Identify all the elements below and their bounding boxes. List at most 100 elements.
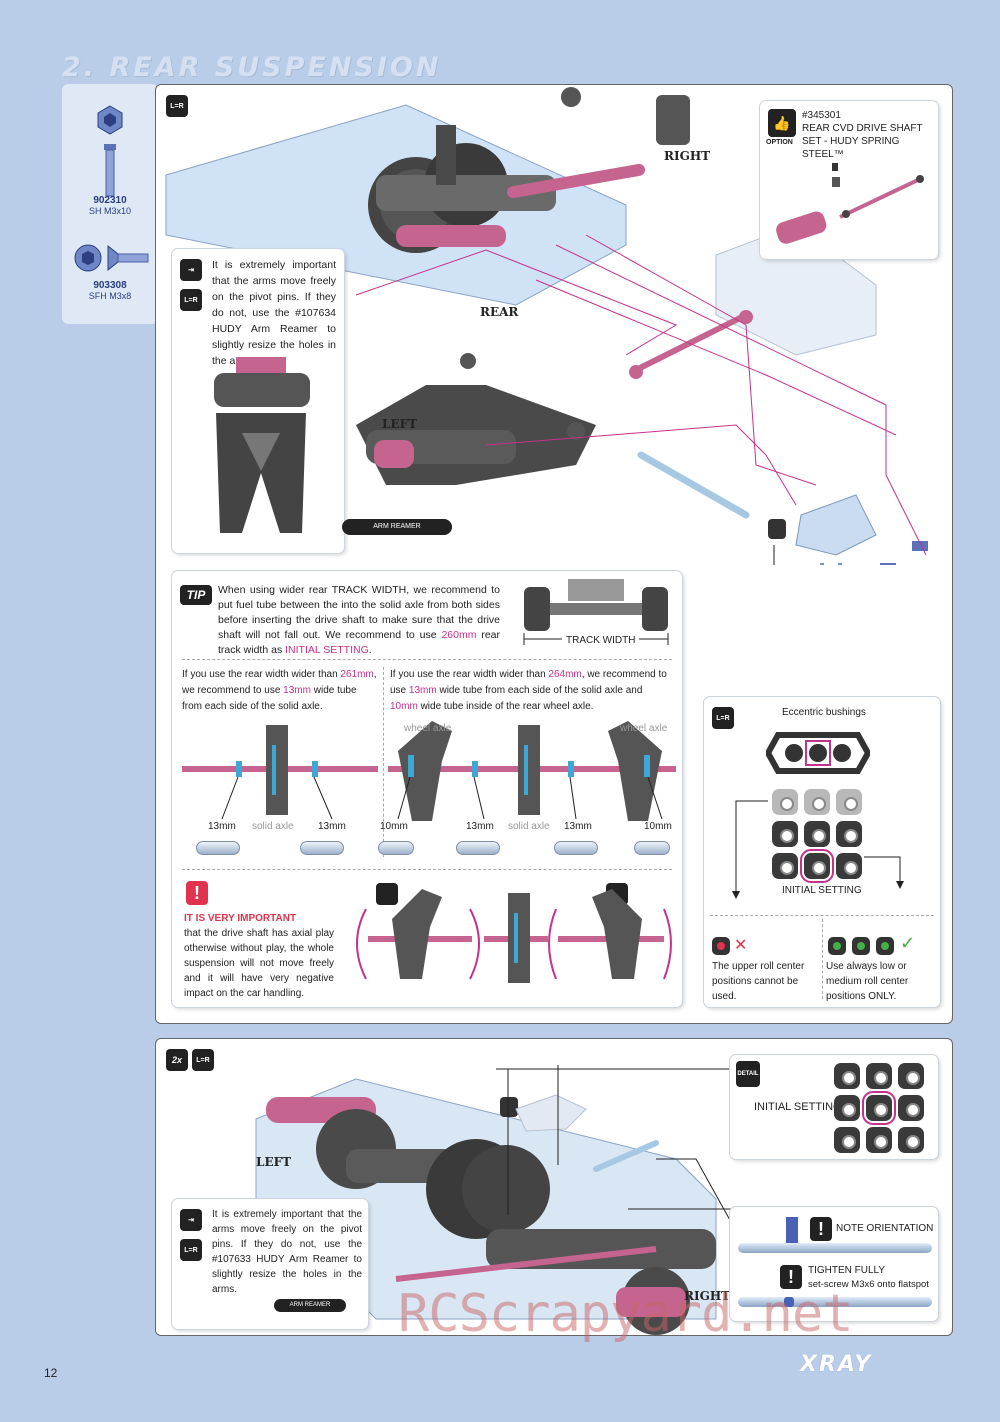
check-icon: ✓ (900, 933, 916, 953)
arm-block-icon (214, 357, 310, 533)
tube-13mm-label: 13mm (208, 821, 236, 832)
bushing-pos (836, 789, 862, 815)
tube-10mm (634, 841, 670, 855)
part-code: 903308 (93, 280, 127, 291)
width-note-1: If you use the rear width wider than 261… (182, 667, 378, 715)
assembled-rear-diagram (255, 1065, 737, 1335)
w2g: wide tube inside of the rear wheel axle. (417, 701, 594, 712)
bushing-pos (866, 1127, 892, 1153)
part-code: 902310 (93, 195, 127, 206)
bushing-pos-initial (862, 1091, 896, 1125)
arrow-lines (732, 800, 904, 899)
important-title: IT IS VERY IMPORTANT (184, 913, 297, 924)
eccentric-title: Eccentric bushings (782, 707, 866, 718)
arm-note-text: It is extremely important that the arms … (212, 1209, 362, 1295)
eccentric-initial-setting: INITIAL SETTING (782, 885, 862, 896)
bad-note: The upper roll center positions cannot b… (712, 961, 805, 1002)
bushing-pos (834, 1095, 860, 1121)
w1a: If you use the rear width wider than (182, 669, 341, 680)
option-label: OPTION (766, 139, 793, 146)
label-left: LEFT (382, 417, 418, 431)
tube-13mm (196, 841, 240, 855)
two-x-icon: 2x (166, 1049, 188, 1071)
bushing-pos (772, 789, 798, 815)
track-width-diagram (523, 579, 669, 645)
eccentric-holder-icon (766, 732, 870, 774)
divider (710, 915, 934, 916)
label-left: LEFT (256, 1155, 292, 1169)
reamer-tool-label: ARM REAMER (274, 1299, 346, 1312)
tip-text-e: . (368, 644, 372, 656)
label-right: RIGHT (684, 1289, 731, 1303)
l-eq-r-icon: L=R (712, 707, 734, 729)
bushing-pos (834, 1127, 860, 1153)
pin-note-box: ! NOTE ORIENTATION ! TIGHTEN FULLY set-s… (730, 1207, 938, 1321)
tip-text-d: INITIAL SETTING (285, 644, 369, 656)
reamer-icon: ⇥ (180, 1209, 202, 1231)
axle-tube-diagram (182, 721, 676, 821)
thumbs-up-icon: 👍 (768, 109, 796, 137)
good-bushing-icon (828, 937, 846, 955)
part-desc: SH M3x10 (88, 206, 132, 216)
exclaim-icon: ! (810, 1217, 832, 1241)
warning-icon: ! (186, 881, 208, 905)
cross-icon: ✕ (734, 937, 748, 954)
l-eq-r-icon: L=R (180, 289, 202, 311)
w1b: 261mm (340, 669, 374, 680)
axial-play-diagram (356, 883, 672, 983)
part-desc: SFH M3x8 (88, 291, 132, 301)
parts-list: 902310 SH M3x10 903308 SFH M3x8 (62, 84, 158, 324)
divider (182, 659, 672, 660)
setscrew-note: set-screw M3x6 onto flatspot (808, 1279, 929, 1290)
tube-13mm-label: 13mm (466, 821, 494, 832)
step1-panel: L=R (155, 84, 953, 1024)
watermark: RCScrapyard.net (398, 1284, 854, 1344)
solid-axle-label: solid axle (252, 821, 294, 832)
bushing-pos-initial (800, 849, 834, 883)
option-box: 👍 OPTION #345301 REAR CVD DRIVE SHAFT SE… (760, 101, 938, 259)
tube-13mm-label: 13mm (318, 821, 346, 832)
step2-panel: 2x L=R LEFT RIGHT ⇥ L=R It is extremely … (155, 1038, 953, 1336)
tube-13mm (456, 841, 500, 855)
l-eq-r-icon: L=R (166, 95, 188, 117)
bushing-pos (898, 1127, 924, 1153)
screw-903308-icon (74, 244, 149, 272)
w1c: , we recommend to use (182, 669, 377, 696)
bushing-pos (836, 853, 862, 879)
tube-10mm (378, 841, 414, 855)
option-name: REAR CVD DRIVE SHAFT SET - HUDY SPRING S… (802, 123, 923, 160)
tube-13mm (300, 841, 344, 855)
track-width-label: TRACK WIDTH (562, 635, 640, 646)
important-text: that the drive shaft has axial play othe… (184, 928, 334, 999)
bad-bushing-icon (712, 937, 730, 955)
tip-box: TIP When using wider rear TRACK WIDTH, w… (172, 571, 682, 1007)
divider-v (383, 667, 384, 857)
detail-initial-setting: INITIAL SETTING (754, 1101, 842, 1113)
divider-v (822, 919, 823, 999)
brand-logo: XRAY (800, 1352, 873, 1377)
part-903308: 903308 SFH M3x8 (75, 280, 145, 302)
section-title: 2. REAR SUSPENSION (62, 52, 442, 83)
detail-box: DETAIL INITIAL SETTING (730, 1055, 938, 1159)
w2b: 264mm (548, 669, 582, 680)
tighten-fully: TIGHTEN FULLY (808, 1265, 886, 1276)
w2f: 10mm (390, 701, 418, 712)
wheel-axle-label: wheel axle (404, 723, 452, 734)
option-code: #345301 (802, 110, 841, 121)
bushing-pos (804, 821, 830, 847)
tube-10mm-label: 10mm (380, 821, 408, 832)
bushing-pos (804, 789, 830, 815)
w2d: 13mm (408, 685, 437, 696)
reamer-icon: ⇥ (180, 259, 202, 281)
tube-13mm (554, 841, 598, 855)
width-note-2: If you use the rear width wider than 264… (390, 667, 672, 715)
setscrew-icon (786, 1217, 798, 1245)
bushing-pos (834, 1063, 860, 1089)
good-note: Use always low or medium roll center pos… (826, 961, 909, 1002)
arm-note-text: It is extremely important that the arms … (212, 259, 336, 367)
arm-reamer-note: ⇥ L=R It is extremely important that the… (172, 249, 452, 553)
w2c: , we recommend to use (390, 669, 667, 696)
bushing-pos (772, 853, 798, 879)
l-eq-r-icon: L=R (180, 1239, 202, 1261)
eccentric-bushings-box: L=R Eccentric bushings INITIAL SETTING ✕ (704, 697, 940, 1007)
